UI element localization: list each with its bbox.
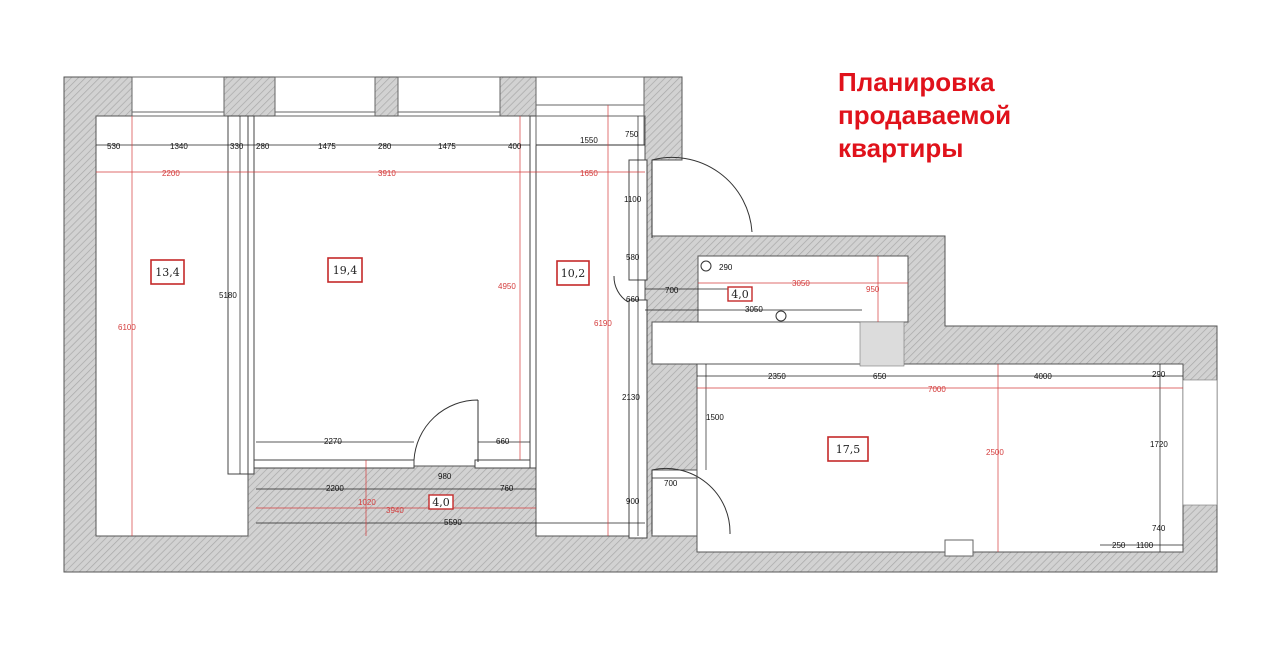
dim-label: 5590 [444, 518, 462, 527]
dim-label-red: 6190 [594, 319, 612, 328]
dim-label-red: 7000 [928, 385, 946, 394]
dim-label: 3050 [745, 305, 763, 314]
dim-label: 5180 [219, 291, 237, 300]
room-area-5: 17,5 [836, 443, 861, 456]
dim-label: 330 [230, 142, 244, 151]
room-area-2: 19,4 [333, 264, 358, 277]
dim-label: 1100 [624, 195, 642, 204]
title-line-2: продаваемой [838, 100, 1012, 130]
dim-label-red: 3910 [378, 169, 396, 178]
dim-label: 290 [719, 263, 733, 272]
dim-label: 2130 [622, 393, 640, 402]
dim-label: 1340 [170, 142, 188, 151]
dim-label: 280 [256, 142, 270, 151]
dim-label-red: 1650 [580, 169, 598, 178]
dim-label: 740 [1152, 524, 1166, 533]
dim-label: 530 [107, 142, 121, 151]
room-area-6: 4,0 [432, 496, 450, 509]
dim-label: 1500 [706, 413, 724, 422]
dim-label: 1475 [438, 142, 456, 151]
dim-label: 980 [438, 472, 452, 481]
dim-label: 2200 [326, 484, 344, 493]
riser-pipe-1 [700, 260, 712, 272]
title-line-3: квартиры [838, 133, 964, 163]
dim-label: 400 [508, 142, 522, 151]
dim-label: 660 [496, 437, 510, 446]
dim-label: 900 [626, 497, 640, 506]
doors [413, 156, 753, 535]
dimension-labels-red: 2200 3910 1650 3050 950 4950 6100 6190 7… [118, 169, 1004, 515]
dim-label-red: 1020 [358, 498, 376, 507]
dim-label: 2350 [768, 372, 786, 381]
windows [131, 76, 974, 557]
dim-label: 4000 [1034, 372, 1052, 381]
dim-label: 280 [378, 142, 392, 151]
shaft [859, 321, 905, 367]
dimension-lines-red [96, 105, 1183, 552]
dim-label-red: 3940 [386, 506, 404, 515]
dim-label: 660 [626, 295, 640, 304]
dim-label-red: 4950 [498, 282, 516, 291]
title-line-1: Планировка [838, 67, 995, 97]
dim-label: 1100 [1136, 541, 1154, 550]
dim-label-red: 2200 [162, 169, 180, 178]
dim-label: 1550 [580, 136, 598, 145]
dim-label: 700 [665, 286, 679, 295]
dim-label: 250 [1112, 541, 1126, 550]
dim-label: 650 [873, 372, 887, 381]
dim-label: 760 [500, 484, 514, 493]
dim-label-red: 3050 [792, 279, 810, 288]
riser-pipe-2 [775, 310, 787, 322]
room-area-1: 13,4 [155, 266, 180, 279]
room-area-3: 10,2 [561, 267, 586, 280]
dim-label: 2270 [324, 437, 342, 446]
dimension-labels: 530 1340 330 280 1475 280 1475 400 1550 … [107, 130, 1168, 550]
dim-label-red: 6100 [118, 323, 136, 332]
dim-label: 1720 [1150, 440, 1168, 449]
dim-label: 700 [664, 479, 678, 488]
dimension-lines [96, 116, 1183, 552]
dim-label: 290 [1152, 370, 1166, 379]
dim-label: 750 [625, 130, 639, 139]
dim-label: 580 [626, 253, 640, 262]
dim-label-red: 950 [866, 285, 880, 294]
room-area-4: 4,0 [731, 288, 749, 301]
room-area-labels: 13,4 19,4 10,2 4,0 17,5 4,0 [150, 257, 869, 510]
window-opening [1182, 379, 1218, 506]
dim-label: 1475 [318, 142, 336, 151]
dim-label-red: 2500 [986, 448, 1004, 457]
